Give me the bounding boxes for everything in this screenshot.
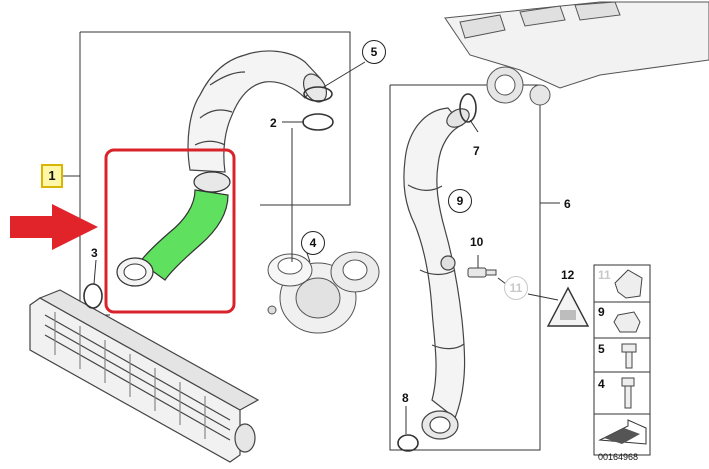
highlighted-hose [116, 171, 231, 287]
red-arrow-indicator [10, 204, 98, 250]
turbocharger [267, 251, 380, 334]
legend-item-label: 9 [598, 305, 605, 319]
legend-bolt-icon-5 [621, 343, 637, 369]
callout-part-2: 2 [270, 116, 277, 130]
intercooler [29, 289, 260, 463]
charge-pipe-upper [187, 50, 328, 173]
engine-intake-manifold [444, 1, 709, 106]
legend-item-label: 5 [598, 342, 605, 356]
legend-bolt-icon-4 [621, 377, 635, 409]
group-number-badge: 1 [41, 164, 63, 188]
legend-item-label: 4 [598, 377, 605, 391]
diagram-number: 00164968 [598, 452, 639, 462]
callout-part-4: 4 [301, 231, 325, 255]
callout-part-7: 7 [473, 144, 480, 158]
legend-nut-icon [613, 311, 641, 333]
callout-part-12: 12 [561, 268, 575, 282]
callout-part-11: 11 [504, 276, 528, 300]
sensor-part [467, 267, 497, 278]
callout-part-8: 8 [402, 391, 409, 405]
callout-part-10: 10 [470, 235, 484, 249]
legend-frame [593, 264, 651, 456]
legend-item-label: 11 [598, 268, 611, 282]
warning-label-part [546, 286, 590, 327]
callout-part-5: 5 [362, 40, 386, 64]
legend-clip-icon [614, 269, 643, 299]
legend-arrow-icon [598, 419, 647, 445]
callout-part-3: 3 [91, 246, 98, 260]
callout-part-9: 9 [448, 189, 472, 213]
callout-part-6: 6 [564, 197, 571, 211]
charge-pipe-long [403, 107, 470, 440]
highlight-box [104, 148, 236, 314]
